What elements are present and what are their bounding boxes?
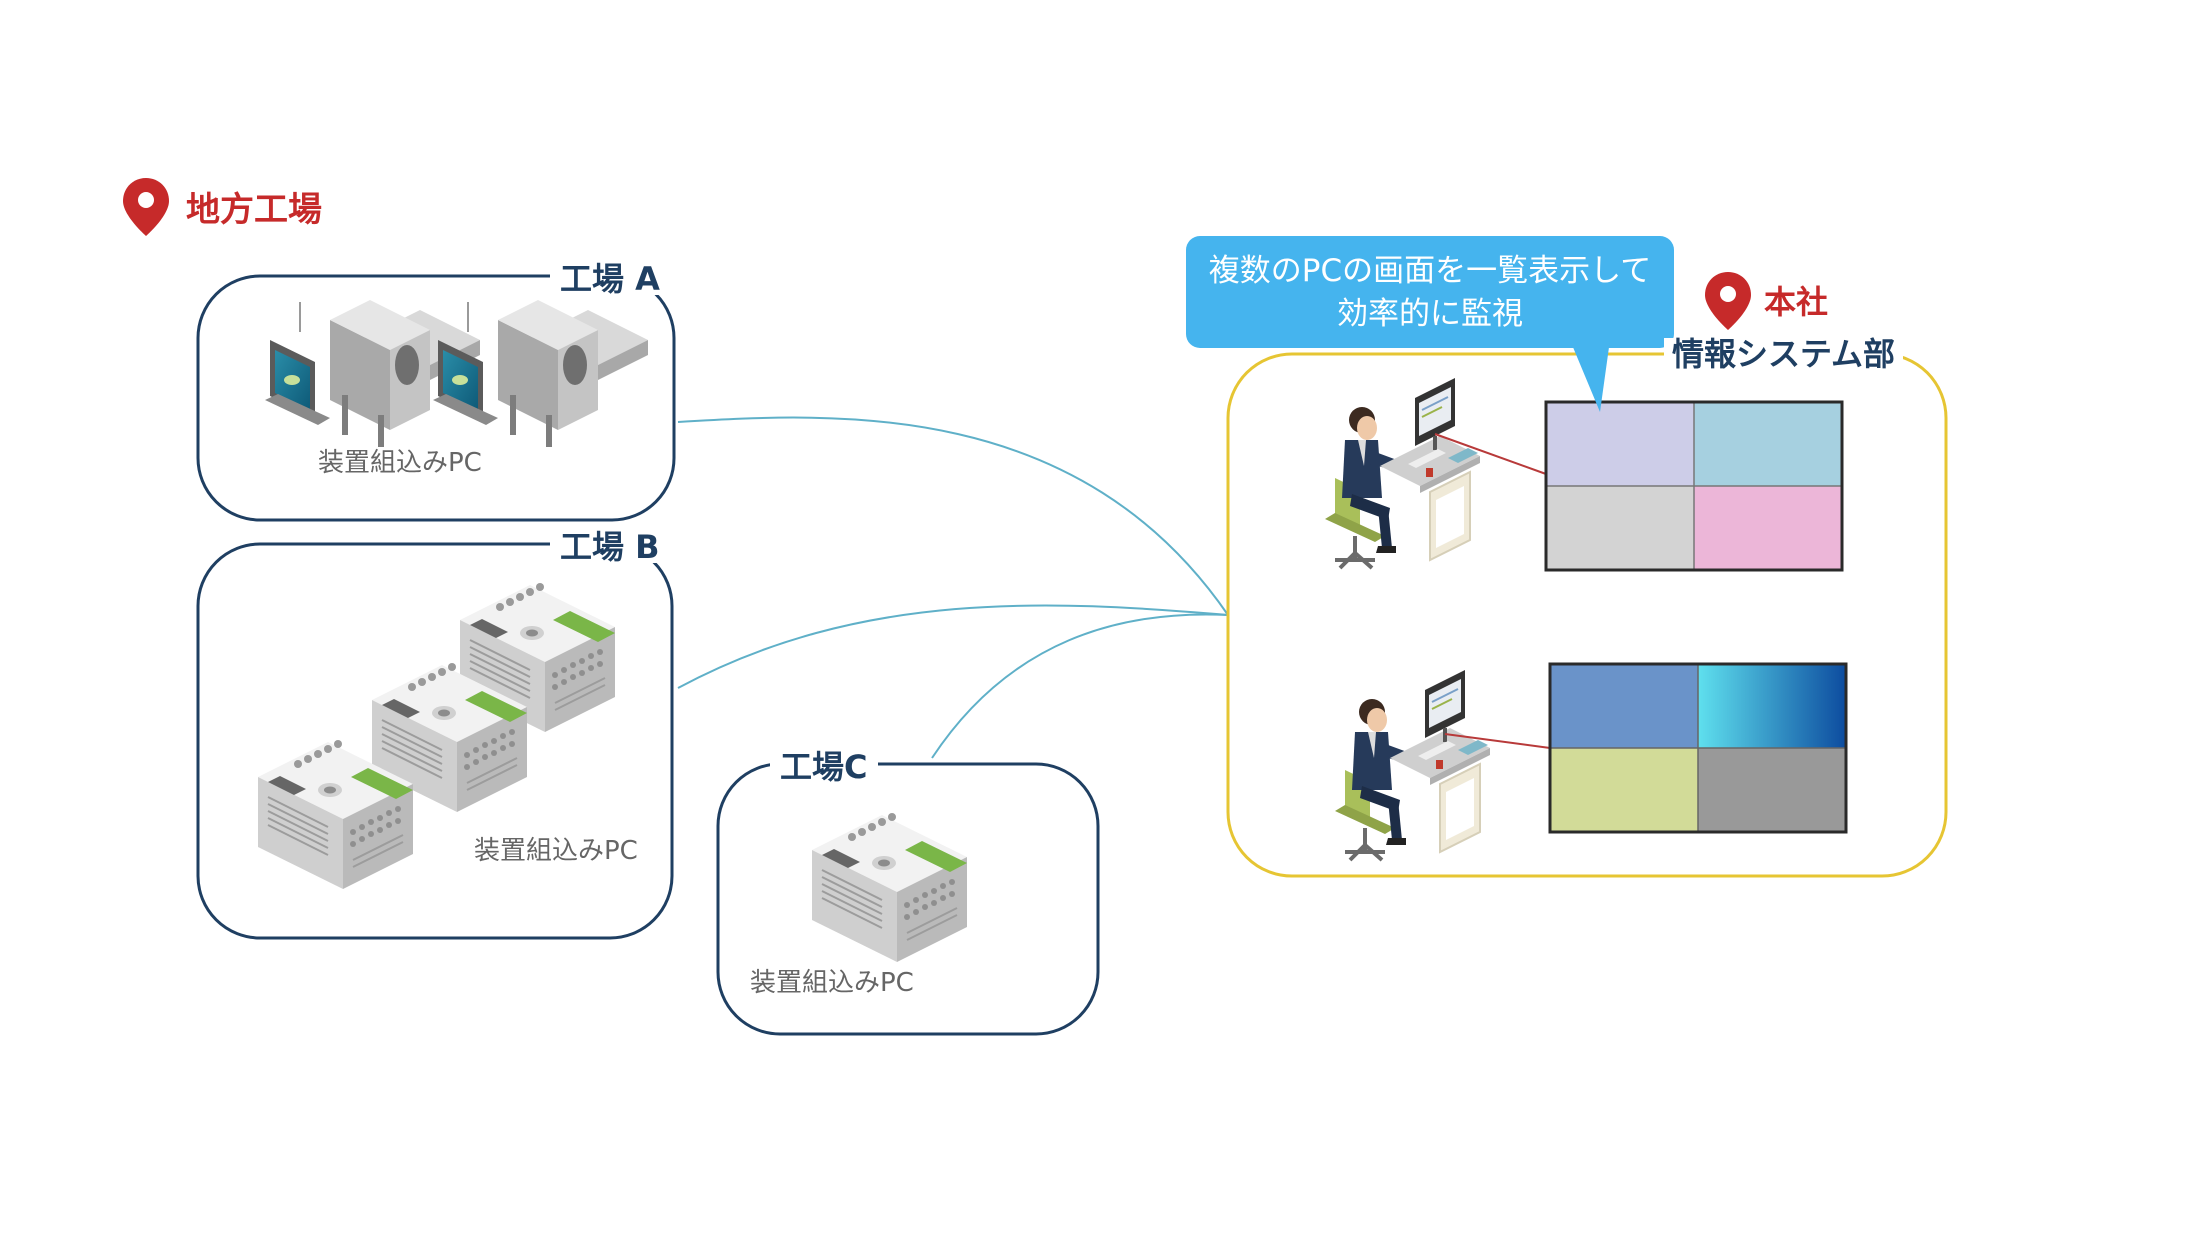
hq-department-title: 情報システム部 [1664,338,1904,370]
callout-bubble [1186,236,1674,412]
view-link-1 [1434,433,1547,475]
factory-b-title: 工場 B [550,531,670,563]
factory-b-frame [196,542,674,940]
factory-c-frame [716,762,1100,1036]
monitor-wall-icon [1548,662,1848,834]
terminal-machine-icon [432,299,649,448]
factory-a-frame [196,274,676,522]
connection-lines [677,416,1229,759]
operator-at-desk-icon [1323,376,1482,570]
region-title: 地方工場 [186,190,322,230]
region-pin-icon [123,178,169,236]
callout-text: 複数のPCの画面を一覧表示して効率的に監視 [1208,253,1652,332]
factory-c-device-label: 装置組込みPC [750,968,914,998]
factory-b-device-label: 装置組込みPC [474,836,638,866]
operator-at-desk-icon [1333,668,1492,862]
link-factory-c [931,613,1229,759]
hq-pin-icon [1705,272,1751,330]
view-link-2 [1444,733,1551,749]
factory-c-title: 工場C [770,751,878,783]
factory-a-device-label: 装置組込みPC [318,448,482,478]
link-factory-a [677,416,1229,616]
link-factory-b [677,604,1229,689]
factory-a-title: 工場 A [550,263,670,295]
monitor-wall-icon [1544,400,1844,572]
plc-device-icon [811,812,968,963]
hq-title: 本社 [1764,283,1829,321]
